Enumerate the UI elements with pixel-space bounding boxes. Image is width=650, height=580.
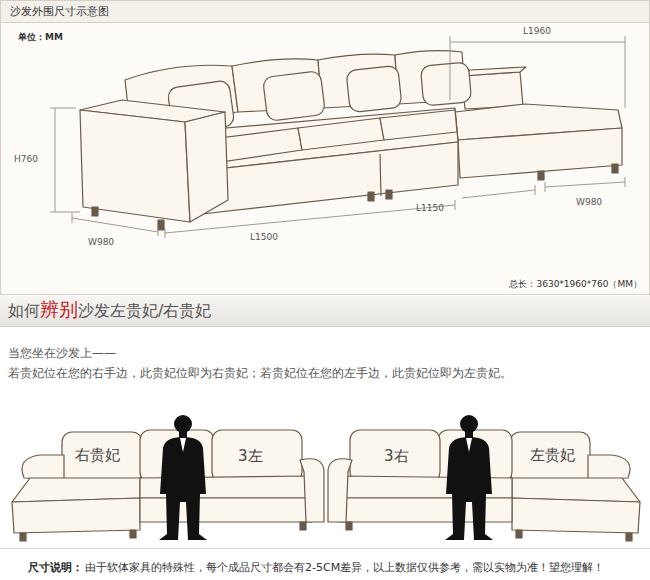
total-size-note: 总长：3630*1960*760（MM）	[509, 279, 642, 290]
note-text: 由于软体家具的特殊性，每个成品尺寸都会有2-5CM差异，以上数据仅供参考，需以实…	[85, 561, 604, 574]
cushion-label: 右贵妃	[75, 446, 120, 464]
cushion-label: 3左	[238, 447, 263, 465]
dimension-label: W980	[576, 197, 602, 208]
dimension-label: L1500	[250, 232, 278, 243]
cushion-label: 3右	[384, 447, 409, 465]
cushion-label: 左贵妃	[530, 446, 575, 464]
dimension-label: H760	[14, 154, 38, 165]
dimension-label: L1960	[523, 26, 551, 37]
note-heading: 尺寸说明：	[28, 561, 83, 574]
section-heading-emphasis: 辨别	[40, 298, 78, 321]
intro-text: 当您坐在沙发上——	[8, 346, 116, 360]
unit-note: 单位：MM	[18, 32, 63, 43]
explanation-text: 若贵妃位在您的右手边，此贵妃位即为右贵妃；若贵妃位在您的左手边，此贵妃位即为左贵…	[8, 366, 512, 380]
section-heading: 如何	[8, 301, 40, 320]
dimension-label: W980	[88, 237, 114, 248]
dimension-label: L1150	[416, 203, 444, 214]
panel-title: 沙发外围尺寸示意图	[10, 5, 109, 18]
section-heading: 沙发左贵妃/右贵妃	[78, 301, 211, 320]
